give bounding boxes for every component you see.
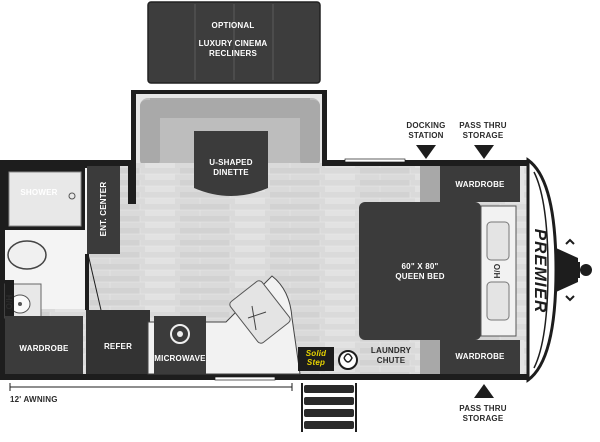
- shower-label: SHOWER: [20, 188, 58, 197]
- docking-station-arrow-icon: [416, 145, 436, 159]
- laundry-line-1: LAUNDRY: [370, 346, 412, 355]
- solidstep-line-1: Solid: [305, 349, 327, 358]
- awning-label: 12' AWNING: [10, 395, 58, 404]
- bed-label: 60" X 80" QUEEN BED: [380, 262, 460, 282]
- solidstep-logo-icon: [298, 347, 334, 371]
- laundry-line-2: CHUTE: [376, 356, 406, 365]
- pass-thru-bottom-label: PASS THRU STORAGE: [452, 404, 514, 424]
- docking-line-1: DOCKING: [406, 121, 446, 130]
- wardrobe-front-top-label: WARDROBE: [455, 180, 505, 189]
- dinette-label: U-SHAPED DINETTE: [196, 158, 266, 178]
- pass-thru-top-label: PASS THRU STORAGE: [452, 121, 514, 141]
- oh-label: O/H: [5, 294, 14, 310]
- pass-thru-top-line-2: STORAGE: [462, 131, 504, 140]
- awning-line: [9, 383, 293, 391]
- kitchen: [147, 275, 301, 375]
- microwave-label: MICROWAVE: [154, 354, 206, 363]
- docking-label: DOCKING STATION: [396, 121, 456, 141]
- refer-label: REFER: [103, 342, 133, 351]
- bedroom: [359, 166, 524, 374]
- dinette-table: [194, 131, 268, 196]
- premier-logo: PREMIER: [531, 228, 550, 314]
- windows: [214, 158, 406, 381]
- slide-out: [131, 90, 327, 166]
- refer: [86, 310, 150, 374]
- pass-thru-bottom-arrow-icon: [474, 384, 494, 398]
- cinema-recliners: [147, 1, 321, 84]
- entertainment-center: [87, 166, 120, 254]
- laundry-label: LAUNDRY CHUTE: [362, 346, 420, 366]
- cinema-line-1: OPTIONAL: [211, 21, 255, 30]
- docking-line-2: STATION: [408, 131, 444, 140]
- cinema-label: OPTIONAL LUXURY CINEMA RECLINERS: [188, 21, 278, 59]
- pass-thru-bottom-line-2: STORAGE: [462, 414, 504, 423]
- bathroom: [4, 166, 102, 322]
- cinema-line-2: LUXURY CINEMA: [198, 39, 268, 48]
- hitch-icon: [556, 238, 592, 302]
- accessibility-logo-icon: [338, 350, 358, 370]
- pass-thru-top-line-1: PASS THRU: [459, 121, 507, 130]
- bed-line-2: QUEEN BED: [395, 272, 445, 281]
- wardrobe-rear: [5, 316, 83, 374]
- entry-steps: [300, 380, 360, 432]
- wardrobe-rear-label: WARDROBE: [19, 344, 69, 353]
- dinette-line-2: DINETTE: [213, 168, 249, 177]
- ho-label: H/O: [493, 263, 502, 279]
- solidstep-line-2: Step: [306, 358, 326, 367]
- wardrobe-front-bottom-label: WARDROBE: [455, 352, 505, 361]
- cinema-line-3: RECLINERS: [208, 49, 258, 58]
- pass-thru-top-arrow-icon: [474, 145, 494, 159]
- ent-center-label: ENT. CENTER: [99, 181, 108, 237]
- pass-thru-bottom-line-1: PASS THRU: [459, 404, 507, 413]
- bed-line-1: 60" X 80": [401, 262, 439, 271]
- dinette-line-1: U-SHAPED: [209, 158, 253, 167]
- solidstep-logo-text: Solid Step: [298, 349, 334, 367]
